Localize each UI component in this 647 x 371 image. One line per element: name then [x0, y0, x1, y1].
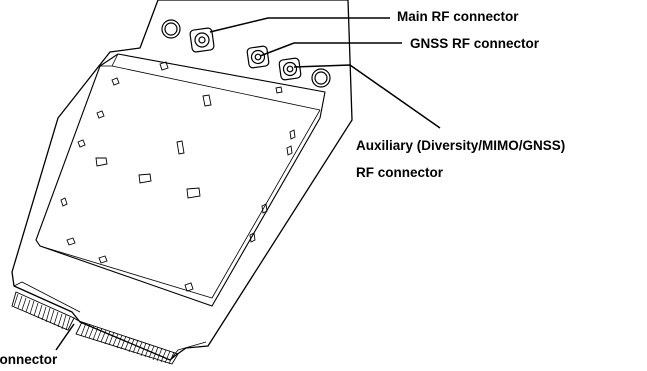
gnss-rf-connector — [246, 45, 270, 69]
shield-can — [35, 53, 326, 307]
edge-connector-label: connector — [0, 352, 58, 367]
leader-aux-rf — [293, 64, 441, 129]
main-rf-connector-label: Main RF connector — [397, 9, 519, 24]
aux-rf-connector-label-line2: RF connector — [356, 165, 444, 180]
aux-rf-connector-label-line1: Auxiliary (Diversity/MIMO/GNSS) — [356, 138, 566, 153]
leader-main-rf — [209, 17, 390, 33]
mounting-holes — [161, 19, 331, 88]
shield-tabs — [60, 61, 296, 292]
leader-edge-connector — [55, 323, 75, 351]
leader-gnss-rf — [259, 42, 402, 57]
aux-rf-connector — [278, 57, 302, 81]
finger-strokes-right — [80, 322, 175, 365]
main-rf-connector — [189, 27, 215, 53]
leader-lines — [55, 17, 441, 351]
pcb-board — [11, 0, 353, 361]
gnss-rf-connector-label: GNSS RF connector — [410, 36, 540, 51]
finger-strokes-left — [13, 293, 71, 331]
